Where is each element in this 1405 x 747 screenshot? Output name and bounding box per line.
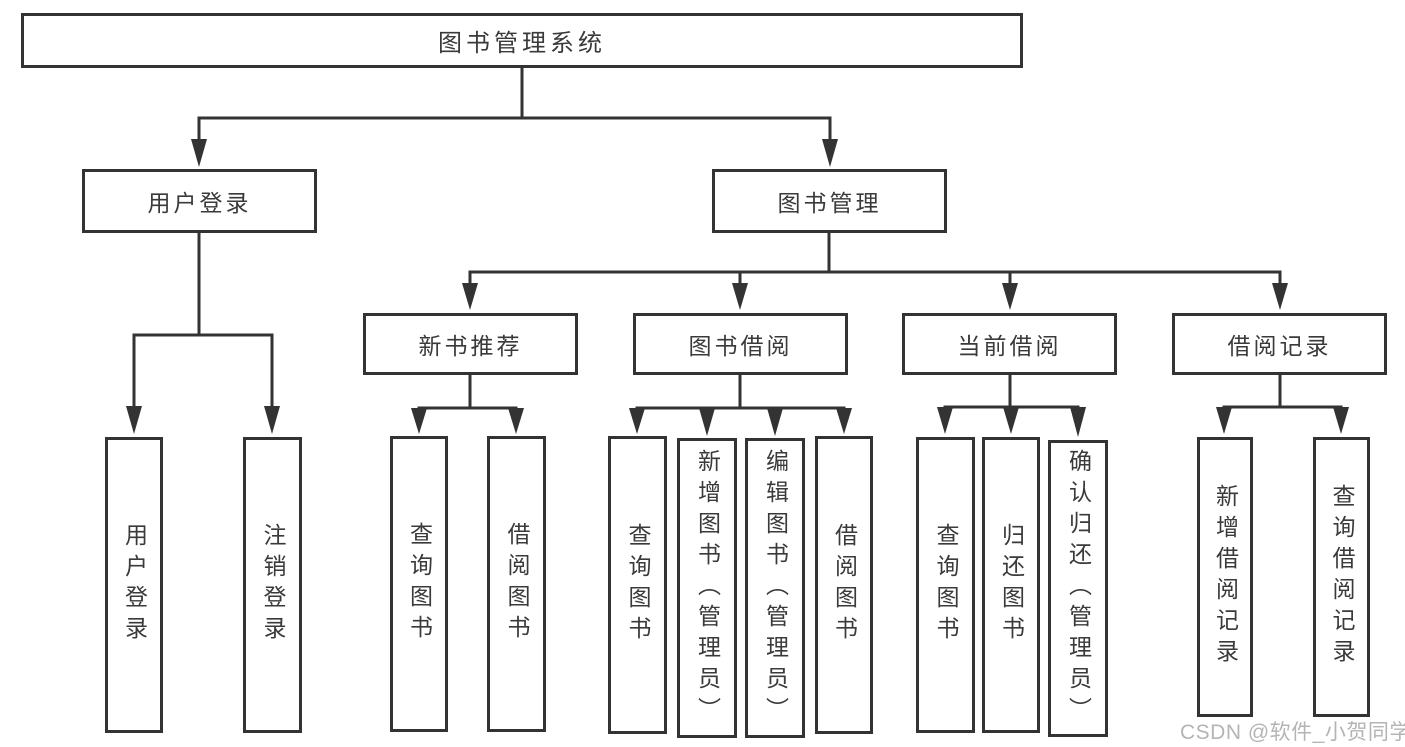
node-user-login: 用户登录 [82,169,317,233]
node-return-books: 归还图书 [982,437,1040,733]
node-new-book-recommend: 新书推荐 [363,313,578,375]
node-add-borrow-record-label: 新增借阅记录 [1212,484,1239,670]
node-logout-label: 注销登录 [260,523,286,647]
node-borrow-books-recommend: 借阅图书 [487,436,546,732]
node-confirm-return-admin: 确认归还（管理员） [1048,440,1108,737]
node-add-book-admin-label: 新增图书（管理员） [694,448,721,728]
node-borrow-books-leaf-label: 借阅图书 [831,523,858,647]
node-edit-book-admin-label: 编辑图书（管理员） [762,448,789,728]
node-query-books-current-label: 查询图书 [933,523,959,647]
node-current-borrowing-label: 当前借阅 [957,333,1062,359]
node-book-management-system: 图书管理系统 [21,13,1023,68]
node-edit-book-admin: 编辑图书（管理员） [745,438,805,738]
node-logout: 注销登录 [243,437,302,733]
node-query-books-recommend-label: 查询图书 [406,522,433,646]
node-current-borrowing: 当前借阅 [902,313,1117,375]
node-user-login-label: 用户登录 [147,190,252,216]
node-query-books-recommend: 查询图书 [390,436,448,732]
node-book-management-label: 图书管理 [777,190,882,216]
node-user-login-leaf: 用户登录 [105,437,163,733]
csdn-watermark: CSDN @软件_小贺同学 [1180,721,1405,744]
node-borrowing-records-label: 借阅记录 [1227,333,1332,359]
node-user-login-leaf-label: 用户登录 [121,523,148,647]
node-add-borrow-record: 新增借阅记录 [1197,437,1253,717]
node-book-management-system-label: 图书管理系统 [438,30,606,57]
node-query-books-borrow: 查询图书 [608,436,667,734]
node-query-borrow-record-label: 查询借阅记录 [1329,484,1355,670]
node-new-book-recommend-label: 新书推荐 [418,333,523,359]
node-query-books-current: 查询图书 [916,437,975,733]
node-query-borrow-record: 查询借阅记录 [1313,437,1370,717]
node-book-borrowing-label: 图书借阅 [688,333,793,359]
node-borrow-books-leaf: 借阅图书 [815,436,873,734]
node-return-books-label: 归还图书 [998,523,1025,647]
node-book-management: 图书管理 [712,169,947,233]
node-confirm-return-admin-label: 确认归还（管理员） [1065,449,1092,728]
node-add-book-admin: 新增图书（管理员） [677,438,737,738]
node-query-books-borrow-label: 查询图书 [625,523,651,647]
node-borrow-books-recommend-label: 借阅图书 [504,522,530,646]
node-borrowing-records: 借阅记录 [1172,313,1387,375]
node-book-borrowing: 图书借阅 [633,313,848,375]
